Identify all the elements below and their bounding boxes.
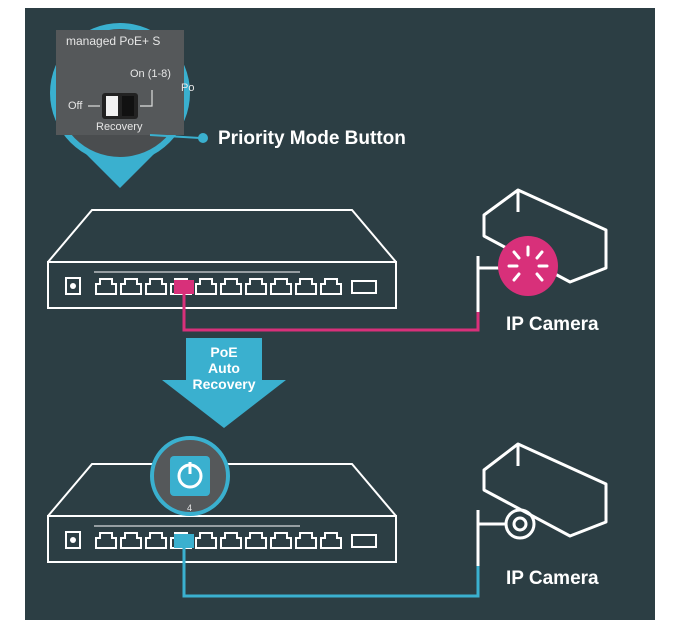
zoom-po-label: Po [181,82,195,94]
camera-icon-bottom [476,442,608,566]
loading-spinner-icon [507,245,549,282]
port-highlight-top [174,280,194,294]
ports-bottom [65,531,377,549]
arrow-line-2: Auto [208,360,240,376]
ethernet-port [120,532,142,549]
ethernet-port [320,532,342,549]
console-dot [70,537,76,543]
ethernet-port [245,532,267,549]
callout-dot [198,133,208,143]
zoom-model-label: managed PoE+ S [66,34,161,48]
arrow-line-1: PoE [210,344,238,360]
switch-top [47,209,397,309]
zoom-magnifier [50,23,208,188]
camera-bottom-label: IP Camera [506,568,599,589]
sfp-port [351,534,377,548]
warning-icon [498,236,558,296]
dip-switch-knob [106,96,118,116]
ethernet-port [220,278,242,295]
recovery-arrow [162,338,286,428]
ethernet-port [245,278,267,295]
ethernet-port [320,278,342,295]
zoom-on-label: On (1-8) [130,68,171,80]
dip-switch-slot [122,96,134,116]
ethernet-port [145,278,167,295]
ethernet-port [95,278,117,295]
zoom-recovery-label: Recovery [96,121,143,133]
port-number-label: 4 [187,503,193,513]
power-zoom [150,436,230,516]
ethernet-port [220,532,242,549]
ethernet-port [295,532,317,549]
ethernet-port [270,532,292,549]
arrow-line-3: Recovery [192,376,256,392]
zoom-off-label: Off [68,100,83,112]
port-highlight-bottom [174,534,194,548]
ethernet-port [270,278,292,295]
sfp-port [351,280,377,294]
ethernet-port [120,278,142,295]
console-dot [70,283,76,289]
ethernet-port [145,532,167,549]
camera-top-label: IP Camera [506,314,599,335]
console-port [65,277,81,295]
ethernet-port [195,532,217,549]
ethernet-port [295,278,317,295]
ethernet-port [195,278,217,295]
ethernet-port [95,532,117,549]
priority-mode-callout: Priority Mode Button [218,128,406,149]
console-port [65,531,81,549]
